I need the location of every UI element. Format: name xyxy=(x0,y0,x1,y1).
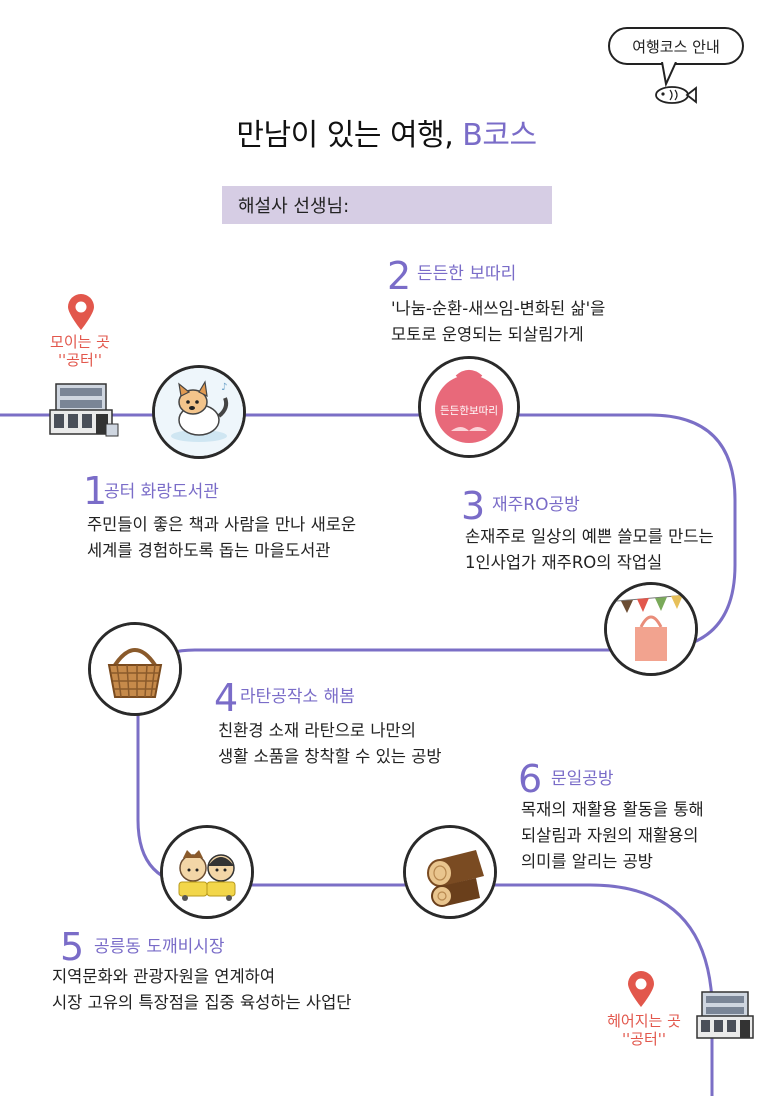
svg-text:♪: ♪ xyxy=(221,382,227,393)
bundle-logo-text: 든든한보따리 xyxy=(440,405,498,417)
stop-4-name: 라탄공작소 해봄 xyxy=(240,687,355,707)
fish-icon xyxy=(655,86,697,104)
basket-icon xyxy=(91,625,179,713)
page-title: 만남이 있는 여행, B코스 xyxy=(0,110,773,154)
stop-6-desc: 목재의 재활용 활동을 통해 되살림과 자원의 재활용의 의미를 알리는 공방 xyxy=(521,800,704,871)
stop-6-number: 6 xyxy=(518,757,543,801)
title-accent: B코스 xyxy=(462,118,537,153)
map-pin-icon xyxy=(628,971,654,1007)
end-label: 헤어지는 곳 ''공터'' xyxy=(607,1012,681,1048)
stop-3-number: 3 xyxy=(461,484,486,528)
stop-4-image xyxy=(88,622,182,716)
bundle-logo-icon: 든든한보따리 xyxy=(421,359,517,455)
building-icon xyxy=(696,991,754,1039)
stop-5-number: 5 xyxy=(60,925,85,969)
start-label: 모이는 곳 ''공터'' xyxy=(50,333,110,369)
stop-2-name: 든든한 보따리 xyxy=(417,264,517,284)
stop-5-desc: 지역문화와 관광자원을 연계하여 시장 고유의 특장점을 집중 육성하는 사업단 xyxy=(52,967,352,1012)
building-icon xyxy=(49,383,119,437)
dog-icon: ♪ xyxy=(155,368,243,456)
stop-5-name: 공릉동 도깨비시장 xyxy=(94,937,225,957)
stop-4-number: 4 xyxy=(214,676,239,720)
logs-icon xyxy=(406,828,494,916)
stop-6-image xyxy=(403,825,497,919)
stop-1-number: 1 xyxy=(83,469,108,513)
guide-label: 해설사 선생님: xyxy=(238,196,350,217)
stop-4-desc: 친환경 소재 라탄으로 나만의 생활 소품을 창착할 수 있는 공방 xyxy=(218,721,442,766)
stop-1-name: 공터 화랑도서관 xyxy=(104,482,219,502)
stop-1-image: ♪ xyxy=(152,365,246,459)
map-pin-icon xyxy=(68,294,94,330)
stop-3-desc: 손재주로 일상의 예쁜 쓸모를 만드는 1인사업가 재주RO의 작업실 xyxy=(465,527,714,572)
stop-3-name: 재주RO공방 xyxy=(492,495,580,515)
stop-6-name: 문일공방 xyxy=(551,769,614,789)
tote-bag-icon xyxy=(607,585,695,673)
bubble-text: 여행코스 안내 xyxy=(632,37,720,56)
stop-3-image xyxy=(604,582,698,676)
market-mascots-icon xyxy=(163,828,251,916)
guide-label-bar: 해설사 선생님: xyxy=(222,186,552,224)
stop-2-image: 든든한보따리 xyxy=(418,356,520,458)
stop-2-desc: '나눔-순환-새쓰임-변화된 삶'을 모토로 운영되는 되살림가게 xyxy=(391,299,606,344)
stop-2-number: 2 xyxy=(387,254,412,298)
course-guide-bubble: 여행코스 안내 xyxy=(608,27,744,65)
stop-1-desc: 주민들이 좋은 책과 사람을 만나 새로운 세계를 경험하도록 돕는 마을도서관 xyxy=(87,515,357,560)
title-main: 만남이 있는 여행, xyxy=(236,118,463,153)
stop-5-image xyxy=(160,825,254,919)
bubble-tail-icon xyxy=(661,62,677,88)
